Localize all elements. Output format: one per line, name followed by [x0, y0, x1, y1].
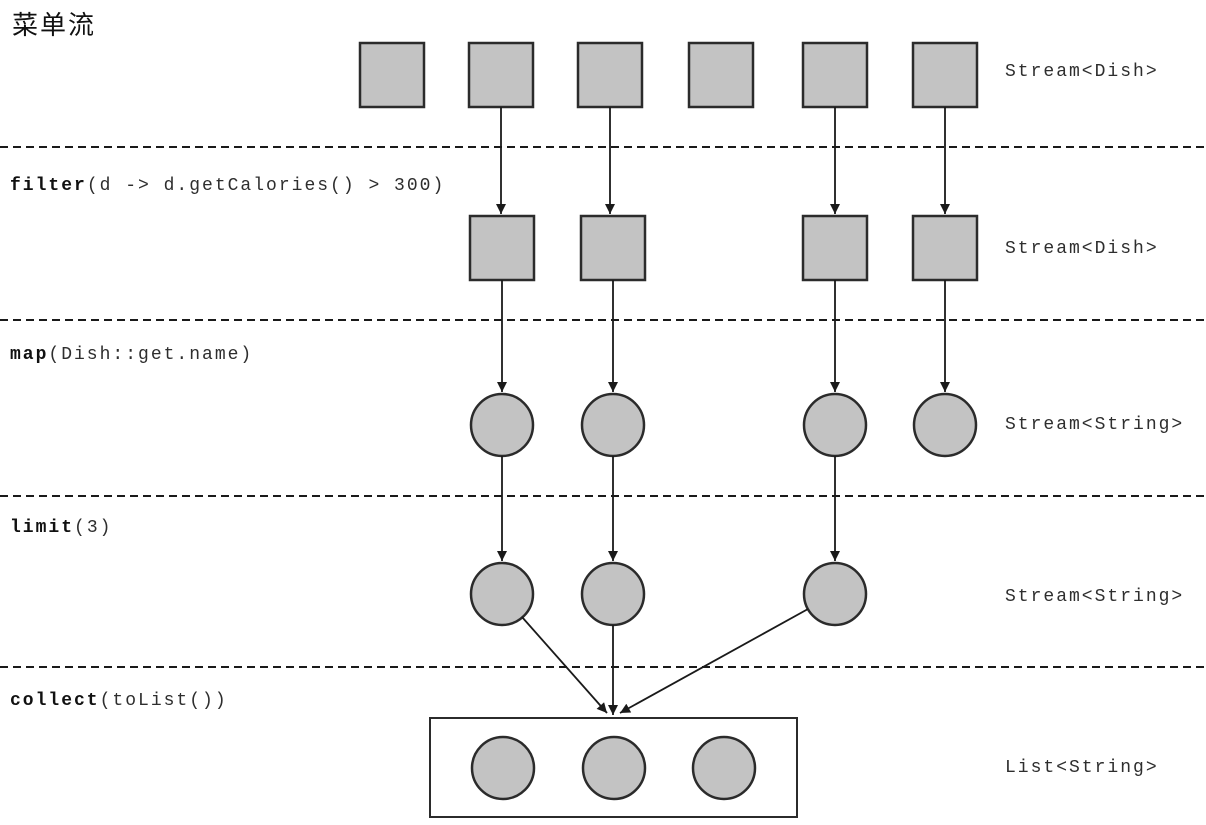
flow-arrow [619, 608, 809, 714]
source-dish-square [801, 41, 869, 109]
operation-label-collect: collect(toList()) [10, 690, 228, 712]
mapped-string-circle [580, 392, 646, 458]
operation-name: collect [10, 691, 100, 711]
type-label-list-string: List<String> [1005, 758, 1159, 778]
mapped-string-circle [802, 392, 868, 458]
operation-name: filter [10, 176, 87, 196]
operation-name: map [10, 345, 49, 365]
flow-arrow [521, 616, 608, 714]
limited-string-circle [469, 561, 535, 627]
list-string-circle [691, 735, 757, 801]
source-dish-square [911, 41, 979, 109]
operation-args: (d -> d.getCalories() > 300) [86, 176, 446, 196]
source-dish-square [576, 41, 644, 109]
filtered-dish-square [468, 214, 536, 282]
mapped-string-circle [912, 392, 978, 458]
type-label-stream-string-2: Stream<String> [1005, 587, 1185, 607]
source-dish-square [358, 41, 426, 109]
type-label-stream-string-1: Stream<String> [1005, 415, 1185, 435]
operation-args: (toList()) [99, 691, 228, 711]
operation-label-map: map(Dish::get.name) [10, 344, 253, 366]
list-string-circle [581, 735, 647, 801]
source-dish-square [467, 41, 535, 109]
list-string-circle [470, 735, 536, 801]
figure-title: 菜单流 [12, 11, 97, 41]
mapped-string-circle [469, 392, 535, 458]
filtered-dish-square [801, 214, 869, 282]
type-label-stream-dish-2: Stream<Dish> [1005, 239, 1159, 259]
operation-label-filter: filter(d -> d.getCalories() > 300) [10, 175, 445, 197]
filtered-dish-square [579, 214, 647, 282]
limited-string-circle [802, 561, 868, 627]
limited-string-circle [580, 561, 646, 627]
operation-name: limit [10, 518, 75, 538]
type-label-stream-dish-1: Stream<Dish> [1005, 62, 1159, 82]
source-dish-square [687, 41, 755, 109]
operation-args: (Dish::get.name) [48, 345, 254, 365]
operation-args: (3) [74, 518, 113, 538]
list-result-box [429, 717, 798, 818]
operation-label-limit: limit(3) [10, 517, 112, 539]
filtered-dish-square [911, 214, 979, 282]
